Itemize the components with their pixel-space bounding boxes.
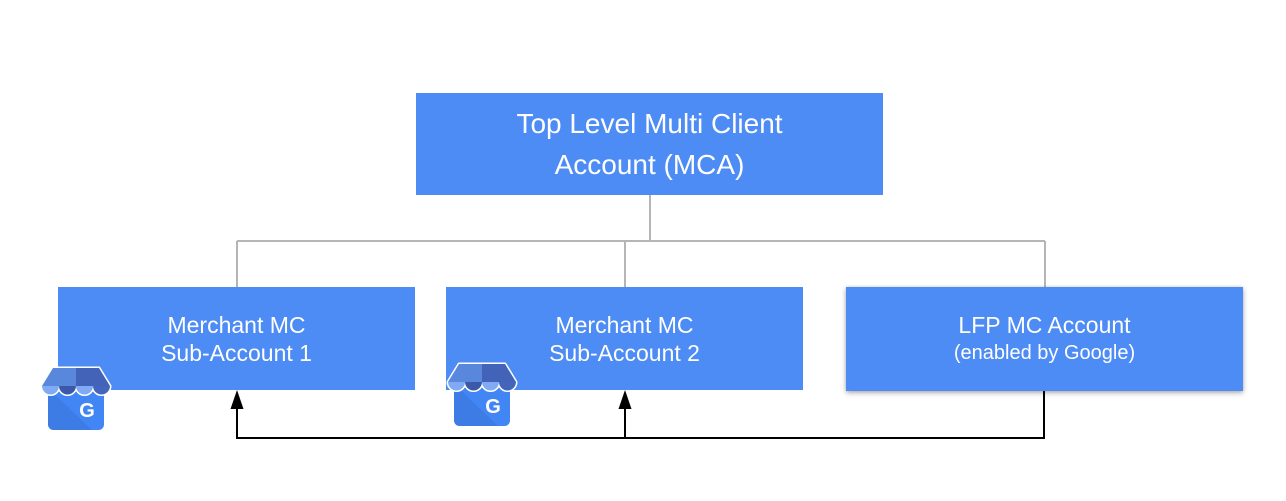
node-top-level-mca: Top Level Multi Client Account (MCA) [416, 93, 883, 195]
awning-band-left [42, 368, 76, 386]
lfp-feed-arrows [230, 390, 1045, 439]
google-my-business-icon: G [40, 366, 112, 431]
node-label-line2: Account (MCA) [554, 149, 745, 180]
awning-scallop [482, 382, 499, 391]
arrowhead-up-icon [618, 390, 632, 409]
awning-scallop [76, 386, 93, 395]
storefront-fold [454, 384, 498, 426]
node-lfp-mc-account: LFP MC Account (enabled by Google) [846, 287, 1243, 391]
awning-scallop [59, 386, 76, 395]
node-label-line1: Merchant MC [167, 311, 306, 338]
awning-band-left [448, 364, 482, 382]
node-label-line1: LFP MC Account [958, 312, 1131, 338]
node-label-line2: Sub-Account 1 [161, 339, 312, 366]
awning-band-right [76, 368, 110, 386]
awning-scallop [42, 386, 59, 395]
node-label-line2: (enabled by Google) [953, 342, 1136, 364]
tree-connector-lines [236, 195, 1046, 287]
google-my-business-icon: G [446, 362, 518, 427]
node-label-line1: Merchant MC [555, 311, 694, 338]
awning-band-right [482, 364, 516, 382]
node-label-line2: Sub-Account 2 [549, 339, 700, 366]
awning-scallop [93, 386, 110, 395]
lfp-feed-arrow-path [236, 391, 1045, 439]
google-g-letter: G [79, 400, 95, 422]
arrowhead-up-icon [230, 390, 244, 409]
awning-scallop [465, 382, 482, 391]
awning-scallop [499, 382, 516, 391]
node-merchant-sub-account-1: Merchant MC Sub-Account 1 [58, 287, 415, 390]
google-g-letter: G [485, 396, 501, 418]
storefront-fold [48, 388, 92, 430]
node-label-line1: Top Level Multi Client [516, 108, 783, 139]
awning-scallop [448, 382, 465, 391]
